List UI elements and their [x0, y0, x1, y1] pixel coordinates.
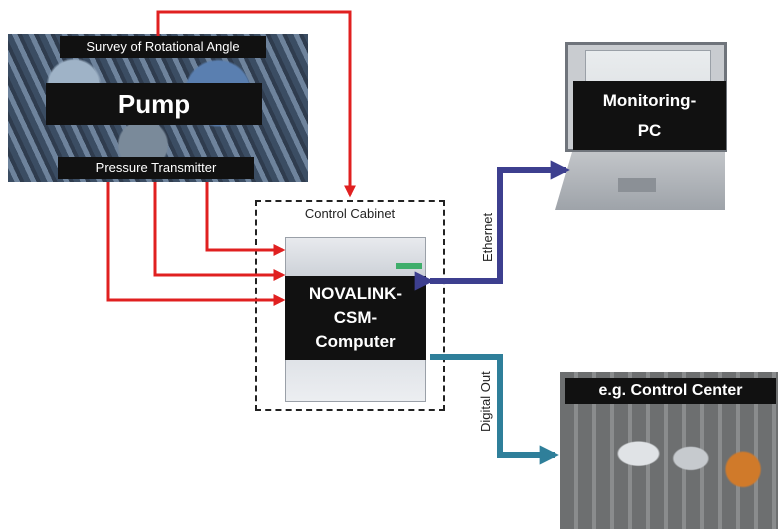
- monitoring-label-line-2: PC: [637, 121, 662, 140]
- pressure-transmitter-label: Pressure Transmitter: [58, 157, 254, 179]
- laptop-touchpad: [618, 178, 656, 192]
- ethernet-line: [414, 160, 570, 291]
- ethernet-label: Ethernet: [480, 212, 495, 262]
- computer-status-led: [396, 263, 422, 269]
- digital-out-line: [430, 354, 559, 465]
- novalink-computer-label: NOVALINK- CSM- Computer: [285, 276, 426, 360]
- digital-out-label: Digital Out: [478, 371, 493, 432]
- pump-title: Pump: [46, 83, 262, 125]
- survey-rotational-angle-label: Survey of Rotational Angle: [60, 36, 266, 58]
- monitoring-pc-label: Monitoring- PC: [573, 81, 726, 150]
- control-cabinet-frame: [255, 200, 445, 411]
- rotational-angle-signal-line: [156, 10, 356, 198]
- control-cabinet-label: Control Cabinet: [304, 206, 396, 221]
- computer-label-line-1: NOVALINK-: [308, 284, 403, 303]
- control-center-label: e.g. Control Center: [565, 378, 776, 404]
- pressure-signal-line-1: [205, 182, 286, 256]
- pressure-signal-line-3: [106, 182, 286, 306]
- pressure-signal-line-2: [153, 182, 286, 281]
- monitoring-label-line-1: Monitoring-: [602, 91, 697, 110]
- computer-label-line-3: Computer: [315, 332, 396, 351]
- computer-label-line-2: CSM-: [333, 308, 378, 327]
